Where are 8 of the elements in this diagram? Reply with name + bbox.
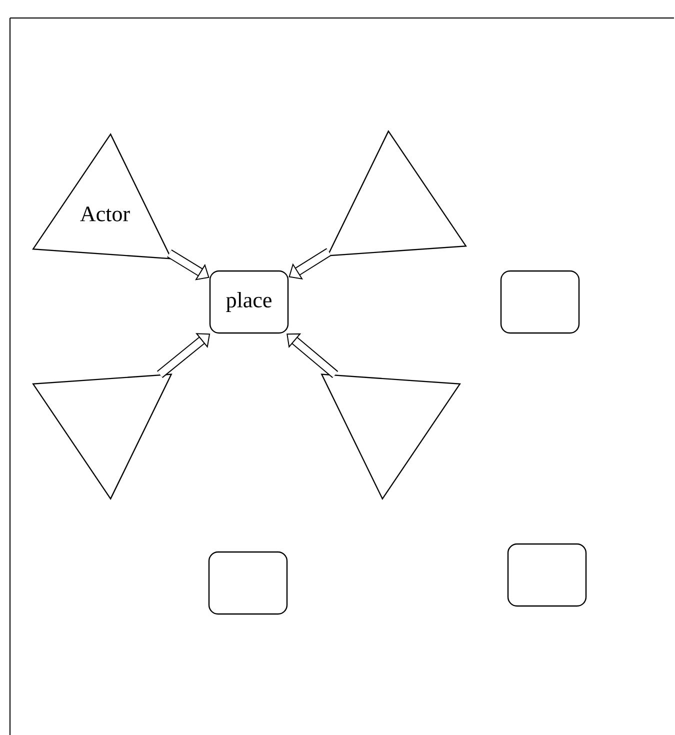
- rounded-box: [208, 551, 288, 615]
- rounded-box: place: [209, 270, 289, 334]
- rounded-box: [507, 543, 587, 607]
- block-arrow: [286, 333, 338, 378]
- rounded-box: [500, 270, 580, 334]
- block-arrow: [167, 250, 210, 280]
- block-arrow: [288, 248, 332, 280]
- block-arrow: [156, 333, 210, 378]
